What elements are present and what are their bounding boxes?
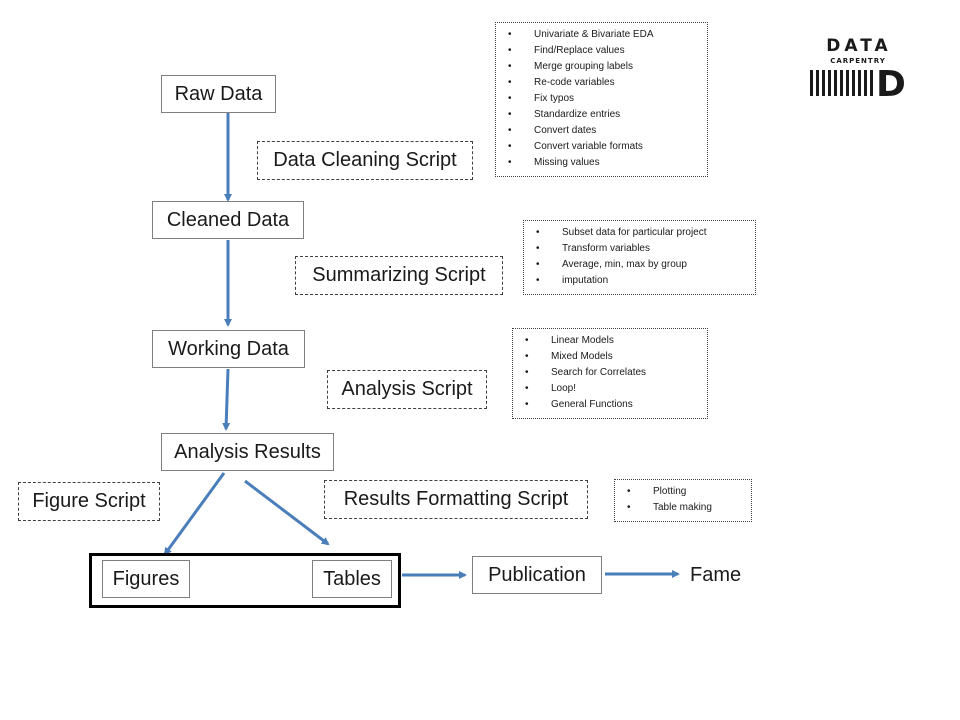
logo-letter: D [876, 64, 906, 100]
logo-line2: CARPENTRY [830, 57, 886, 65]
script-analysis-label: Analysis Script [341, 378, 473, 400]
script-summarizing: Summarizing Script [295, 256, 503, 295]
node-publication-label: Publication [488, 564, 586, 586]
list-item: Linear Models [525, 333, 699, 349]
notes-cleaning: Univariate & Bivariate EDA Find/Replace … [495, 22, 708, 177]
list-item: Transform variables [536, 241, 747, 257]
script-figure-label: Figure Script [32, 490, 146, 512]
arrow-analysis-to-tables [244, 479, 330, 546]
list-item: Find/Replace values [508, 43, 699, 59]
logo-stripes [810, 70, 873, 96]
node-fame: Fame [690, 564, 742, 586]
list-item: Search for Correlates [525, 365, 699, 381]
node-tables-label: Tables [323, 568, 381, 590]
script-figure: Figure Script [18, 482, 160, 521]
list-item: Convert dates [508, 123, 699, 139]
list-item: Univariate & Bivariate EDA [508, 27, 699, 43]
node-cleaned-data-label: Cleaned Data [166, 209, 290, 231]
script-analysis: Analysis Script [327, 370, 487, 409]
script-results-formatting-label: Results Formatting Script [343, 488, 569, 510]
list-item: Average, min, max by group [536, 257, 747, 273]
list-item: Mixed Models [525, 349, 699, 365]
node-cleaned-data: Cleaned Data [152, 201, 304, 239]
notes-formatting: Plotting Table making [614, 479, 752, 522]
list-item: imputation [536, 273, 747, 289]
list-item: Fix typos [508, 91, 699, 107]
script-results-formatting: Results Formatting Script [324, 480, 588, 519]
node-figures: Figures [102, 560, 190, 598]
node-figures-label: Figures [112, 568, 180, 590]
list-item: Loop! [525, 381, 699, 397]
notes-analysis: Linear Models Mixed Models Search for Co… [512, 328, 708, 419]
script-summarizing-label: Summarizing Script [312, 264, 486, 286]
notes-summarizing: Subset data for particular project Trans… [523, 220, 756, 295]
list-item: Plotting [627, 484, 743, 500]
node-tables: Tables [312, 560, 392, 598]
node-raw-data: Raw Data [161, 75, 276, 113]
list-item: Re-code variables [508, 75, 699, 91]
node-publication: Publication [472, 556, 602, 594]
script-data-cleaning-label: Data Cleaning Script [273, 149, 457, 171]
list-item: General Functions [525, 397, 699, 413]
data-carpentry-logo-icon: DATA CARPENTRY D [810, 36, 906, 100]
node-analysis-results-label: Analysis Results [174, 441, 321, 463]
logo-line1: DATA [826, 36, 891, 56]
list-item: Missing values [508, 155, 699, 171]
script-data-cleaning: Data Cleaning Script [257, 141, 473, 180]
node-working-data: Working Data [152, 330, 305, 368]
list-item: Standardize entries [508, 107, 699, 123]
list-item: Table making [627, 500, 743, 516]
node-working-data-label: Working Data [168, 338, 289, 360]
node-raw-data-label: Raw Data [174, 83, 263, 105]
list-item: Convert variable formats [508, 139, 699, 155]
list-item: Merge grouping labels [508, 59, 699, 75]
node-analysis-results: Analysis Results [161, 433, 334, 471]
arrow-working-to-analysis [222, 368, 231, 431]
list-item: Subset data for particular project [536, 225, 747, 241]
arrow-analysis-to-figures [163, 472, 226, 556]
